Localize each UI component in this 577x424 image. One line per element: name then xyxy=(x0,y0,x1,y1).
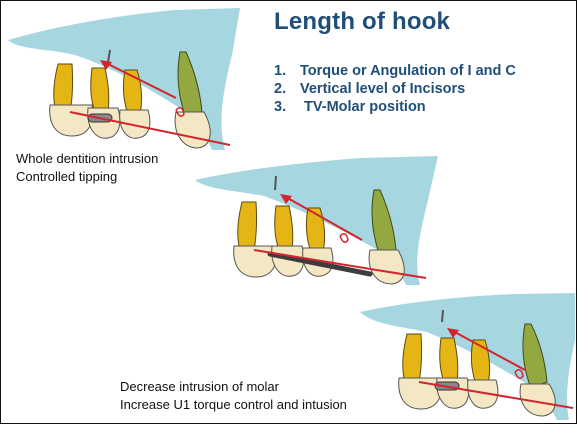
dental-illustration-3 xyxy=(355,290,577,424)
molar-tooth xyxy=(399,334,442,409)
molar-tooth xyxy=(50,64,93,136)
mini-screw xyxy=(442,310,443,322)
hook xyxy=(340,234,348,243)
dental-illustration-1 xyxy=(0,0,260,160)
slide-title: Length of hook xyxy=(274,8,450,36)
point-list: 1.Torque or Angulation of I and C 2.Vert… xyxy=(274,62,516,116)
premolar-tooth xyxy=(272,206,304,276)
point-item: 1.Torque or Angulation of I and C xyxy=(274,62,516,80)
dental-illustration-2 xyxy=(190,150,450,290)
point-item: 2.Vertical level of Incisors xyxy=(274,80,516,98)
caption-third: Decrease intrusion of molar Increase U1 … xyxy=(120,378,347,414)
caption-first: Whole dentition intrusion Controlled tip… xyxy=(16,150,158,186)
point-item: 3. TV-Molar position xyxy=(274,98,516,116)
mini-screw xyxy=(275,176,276,190)
molar-tooth xyxy=(234,202,277,277)
premolar-tooth xyxy=(88,68,120,138)
